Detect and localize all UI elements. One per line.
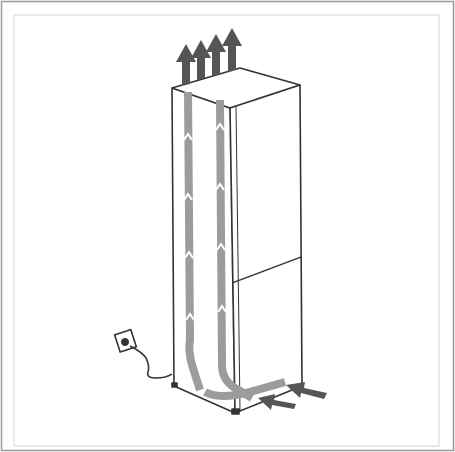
exhaust-arrows	[176, 28, 242, 86]
airflow-arrow-icon	[206, 34, 226, 76]
airflow-arrow-icon	[191, 40, 211, 80]
airflow-chevrons	[183, 122, 227, 321]
airflow-arrow-icon	[222, 28, 242, 72]
power-cable	[129, 345, 173, 379]
chevron	[184, 250, 194, 259]
chevron	[216, 242, 226, 251]
airflow-arrow-icon	[286, 382, 327, 399]
airflow-channel-inner	[216, 99, 255, 402]
door-edge	[235, 105, 241, 412]
fridge-front	[229, 84, 303, 414]
chevron	[183, 192, 193, 201]
fridge-foot-back	[171, 382, 178, 388]
chevron	[185, 312, 195, 321]
airflow-channel-outer	[184, 91, 204, 392]
airflow-arrow-icon	[176, 44, 196, 86]
airflow-bottom-duct	[203, 378, 287, 400]
power-plug-icon	[113, 328, 173, 379]
intake-arrows	[258, 382, 327, 410]
chevron	[217, 304, 227, 313]
airflow-channels	[184, 91, 287, 402]
plug-body	[121, 338, 129, 346]
chevron	[215, 122, 225, 131]
chevron	[183, 132, 193, 141]
door-split-line	[231, 256, 302, 284]
fridge-foot-front	[231, 408, 240, 415]
chevron	[215, 182, 225, 191]
airflow-arrow-icon	[258, 394, 296, 410]
